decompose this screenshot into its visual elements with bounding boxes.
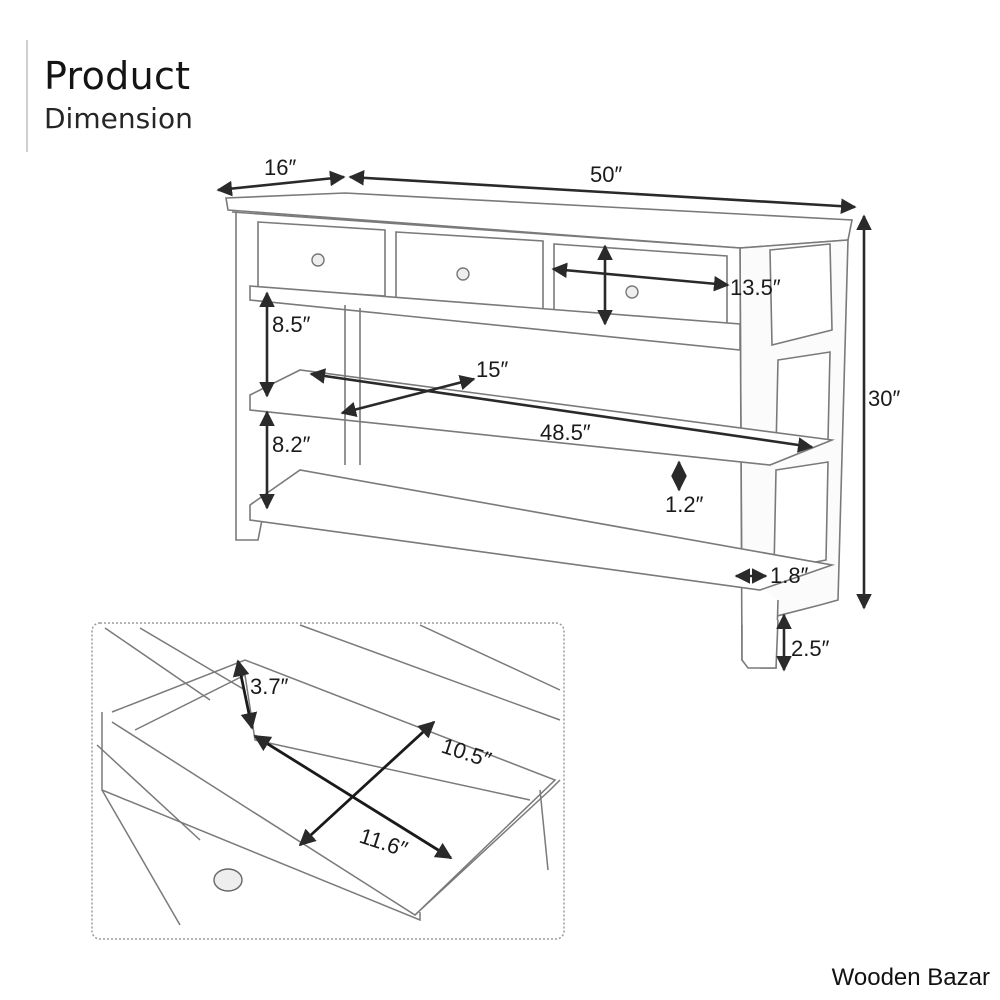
brand-watermark: Wooden Bazar — [831, 964, 990, 991]
drawer-width-arrow — [551, 262, 730, 292]
drawer-detail-panel: 3.7″ 10.5″ 11.6″ — [91, 622, 565, 940]
label-lower-shelf-gap: 8.2″ — [272, 432, 311, 457]
label-shelf-depth: 15″ — [476, 357, 508, 382]
drawer-depth-arrow — [232, 659, 258, 730]
page-title: Product — [44, 54, 191, 98]
width-arrow — [348, 170, 857, 214]
label-upper-shelf-gap: 8.5″ — [272, 312, 311, 337]
label-leg-width: 1.8″ — [770, 563, 809, 588]
label-drawer-depth: 3.7″ — [250, 674, 289, 699]
shelf-width-arrow — [309, 368, 814, 453]
title-divider — [26, 40, 28, 152]
label-drawer-width: 13.5″ — [730, 275, 781, 300]
page-subtitle: Dimension — [44, 102, 193, 135]
drawer-width-inner-arrow — [298, 720, 436, 847]
label-shelf-width: 48.5″ — [540, 420, 591, 445]
label-leg-height: 2.5″ — [791, 636, 830, 661]
label-depth: 16″ — [264, 155, 296, 180]
depth-arrow — [216, 170, 346, 197]
label-height: 30″ — [868, 386, 900, 411]
label-width: 50″ — [590, 162, 622, 187]
dimension-lines — [216, 170, 872, 672]
label-shelf-thickness: 1.2″ — [665, 492, 704, 517]
